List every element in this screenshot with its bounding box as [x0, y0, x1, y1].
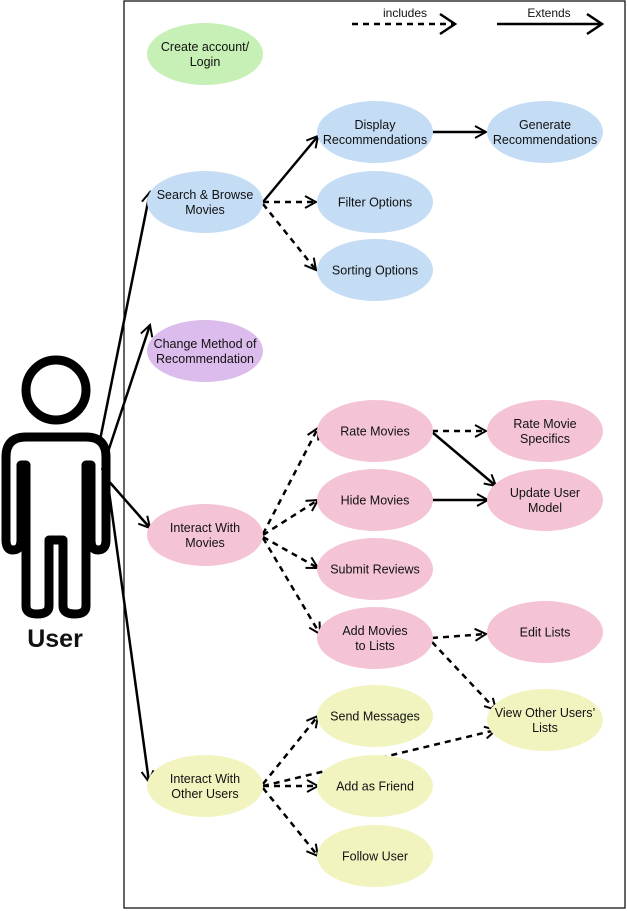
actor-label: User: [27, 625, 83, 653]
use-case-label: Login: [190, 55, 221, 69]
use-case-ellipse: [317, 825, 433, 887]
use-case-label: Recommendation: [156, 352, 254, 366]
use-case-label: Specifics: [520, 432, 570, 446]
use-case-ellipse: [487, 469, 603, 531]
use-case-label: Rate Movie: [513, 417, 576, 431]
includes-users-to-follow: [262, 787, 318, 856]
includes-add-lists-to-view-lists: [431, 641, 496, 710]
use-case-ellipse: [317, 171, 433, 233]
system-boundary: [123, 0, 626, 909]
includes-add-lists-to-edit: [431, 634, 486, 638]
user-actor: User: [1, 355, 111, 653]
use-case-sorting-options: Sorting Options: [317, 239, 433, 301]
use-case-ellipse: [147, 171, 263, 233]
use-case-ellipse: [147, 504, 263, 566]
extends-rate-to-update: [431, 431, 496, 486]
use-case-hide-movies: Hide Movies: [317, 469, 433, 531]
includes-interact-to-hide: [262, 500, 318, 537]
use-case-label: Hide Movies: [341, 494, 410, 508]
use-case-label: Search & Browse: [157, 188, 254, 202]
includes-search-to-sorting: [262, 203, 316, 270]
use-case-label: Sorting Options: [332, 264, 418, 278]
assoc-interact-users: [106, 483, 149, 782]
use-case-label: Change Method of: [154, 337, 257, 351]
use-case-label: Lists: [532, 721, 558, 735]
use-case-label: Follow User: [342, 850, 408, 864]
use-case-ellipse: [317, 538, 433, 600]
legend-includes-label: includes: [383, 6, 427, 20]
use-case-label: Model: [528, 501, 562, 515]
use-case-add-friend: Add as Friend: [317, 755, 433, 817]
assoc-change-method: [100, 325, 150, 471]
use-case-filter-options: Filter Options: [317, 171, 433, 233]
use-case-follow-user: Follow User: [317, 825, 433, 887]
includes-arrows: [261, 202, 496, 856]
includes-users-to-messages: [262, 716, 318, 785]
use-case-ellipse: [147, 320, 263, 382]
use-case-ellipse: [317, 469, 433, 531]
use-case-send-messages: Send Messages: [317, 685, 433, 747]
use-case-ellipse: [317, 400, 433, 462]
use-case-rate-movies: Rate Movies: [317, 400, 433, 462]
use-case-label: Filter Options: [338, 196, 412, 210]
use-case-ellipse: [487, 601, 603, 663]
use-case-ellipse: [317, 607, 433, 669]
use-case-label: Submit Reviews: [330, 563, 420, 577]
use-case-submit-reviews: Submit Reviews: [317, 538, 433, 600]
use-case-label: Interact With: [170, 772, 240, 786]
includes-interact-to-add-lists: [261, 537, 322, 634]
use-case-ellipse: [317, 755, 433, 817]
use-case-label: Generate: [519, 118, 571, 132]
use-case-label: Other Users: [171, 787, 238, 801]
use-case-ellipse: [487, 400, 603, 462]
use-case-label: Movies: [185, 536, 225, 550]
use-case-ellipse: [317, 685, 433, 747]
use-case-edit-lists: Edit Lists: [487, 601, 603, 663]
use-case-view-other-lists: View Other Users’Lists: [487, 689, 603, 751]
extends-arrows: [262, 132, 496, 500]
use-case-label: Recommendations: [323, 133, 427, 147]
assoc-interact-movies: [105, 477, 150, 528]
use-case-label: to Lists: [355, 639, 395, 653]
use-case-label: Add Movies: [342, 624, 407, 638]
use-case-label: Display: [355, 118, 397, 132]
includes-interact-to-rate: [261, 428, 318, 535]
use-case-ellipse: [147, 23, 263, 85]
use-case-label: View Other Users’: [495, 706, 596, 720]
use-case-label: Send Messages: [330, 710, 420, 724]
use-case-label: Add as Friend: [336, 780, 414, 794]
assoc-search-browse: [98, 192, 150, 441]
extends-search-to-display: [262, 136, 318, 203]
use-case-label: Edit Lists: [520, 626, 571, 640]
use-case-label: Rate Movies: [340, 425, 409, 439]
use-case-label: Interact With: [170, 521, 240, 535]
use-case-ellipse: [147, 755, 263, 817]
use-case-label: Movies: [185, 203, 225, 217]
legend-extends-label: Extends: [527, 6, 570, 20]
includes-users-to-view-lists: [262, 730, 496, 788]
use-case-create-account: Create account/Login: [147, 23, 263, 85]
use-case-ellipse: [317, 239, 433, 301]
use-case-ellipse: [487, 101, 603, 163]
use-case-label: Create account/: [161, 40, 250, 54]
user-stick-figure-icon: [1, 355, 111, 619]
actor-associations: [98, 192, 150, 782]
use-case-label: Update User: [510, 486, 580, 500]
legend: includes Extends: [352, 6, 605, 36]
use-case-label: Recommendations: [493, 133, 597, 147]
use-case-ellipse: [487, 689, 603, 751]
use-case-ellipse: [317, 101, 433, 163]
